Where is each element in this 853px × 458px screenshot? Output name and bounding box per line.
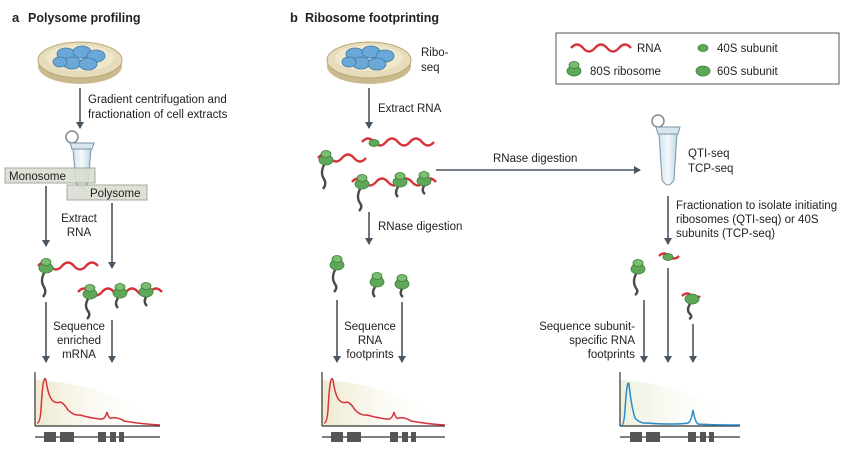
panel-a-title: Polysome profiling (28, 11, 141, 25)
label-polysome: Polysome (90, 188, 141, 200)
legend-60s-icon (695, 65, 711, 77)
footprint-80s (394, 274, 410, 298)
polysome-box (66, 184, 148, 201)
label-monosome: Monosome (9, 171, 66, 183)
profile-plot-c (619, 372, 741, 427)
centrifuge-tube-icon (651, 114, 681, 186)
label-sequence-b-3: footprints (346, 349, 394, 361)
monosome-box (4, 167, 96, 184)
label-sequence-a-1: Sequence (53, 321, 105, 333)
label-gradient-1: Gradient centrifugation and (88, 94, 227, 106)
panel-a-letter: a (12, 10, 20, 25)
label-rnase-h: RNase digestion (493, 153, 577, 165)
ribosome-80s-icon (138, 282, 154, 307)
label-extract-a-2: RNA (67, 227, 92, 239)
legend-80s: 80S ribosome (590, 66, 661, 78)
panel-b-title: Ribosome footprinting (305, 11, 439, 25)
label-extract-b: Extract RNA (378, 103, 442, 115)
label-seq-subunit-2: specific RNA (569, 335, 635, 347)
ribosome-80s-icon (416, 171, 432, 195)
footprint-40s (658, 252, 680, 261)
petri-dish-icon (37, 41, 123, 84)
label-fraction-3: subunits (TCP-seq) (676, 228, 775, 240)
profile-trace-a (36, 377, 161, 426)
footprint-80s (630, 259, 646, 296)
polysome-mrna (77, 282, 163, 320)
ribosome-80s-icon (82, 284, 98, 320)
label-riboseq-1: Ribo- (421, 47, 449, 59)
profile-plot-a (34, 372, 161, 427)
label-sequence-a-3: mRNA (62, 349, 96, 361)
legend-60s: 60S subunit (717, 66, 779, 78)
label-qtiseq: QTI-seq (688, 148, 730, 160)
label-fraction-1: Fractionation to isolate initiating (676, 200, 837, 212)
legend-80s-icon (566, 61, 582, 77)
profile-trace-c (621, 382, 741, 426)
ribosome-40s-icon (368, 139, 380, 147)
label-riboseq-2: seq (421, 62, 440, 74)
petri-dish-icon (326, 41, 412, 84)
profile-trace-b (323, 377, 446, 426)
footprint-80s (329, 255, 345, 293)
label-fraction-2: ribosomes (QTI-seq) or 40S (676, 214, 819, 226)
extracted-rna-group (317, 137, 437, 212)
label-rnase-v: RNase digestion (378, 221, 462, 233)
gene-model-c (620, 432, 740, 442)
monosome-mrna (37, 258, 99, 298)
ribosome-80s-icon (392, 172, 408, 198)
panel-b-letter: b (290, 10, 298, 25)
label-sequence-b-1: Sequence (344, 321, 396, 333)
legend-40s-icon (697, 44, 709, 52)
label-extract-a-1: Extract (61, 213, 98, 225)
label-sequence-a-2: enriched (57, 335, 101, 347)
legend: RNA 40S subunit 80S ribosome 60S subunit (555, 32, 840, 85)
gene-model-a (35, 432, 160, 442)
gene-model-b (322, 432, 445, 442)
label-seq-subunit-1: Sequence subunit- (539, 321, 635, 333)
label-gradient-2: fractionation of cell extracts (88, 109, 228, 121)
label-seq-subunit-3: footprints (588, 349, 636, 361)
label-tcpseq: TCP-seq (688, 163, 733, 175)
footprint-60s (681, 292, 701, 321)
profile-plot-b (321, 372, 446, 427)
ribosome-80s-icon (112, 283, 128, 309)
ribosome-80s-icon (318, 150, 334, 190)
ribosome-80s-icon (38, 258, 54, 298)
legend-rna: RNA (637, 43, 662, 55)
legend-40s: 40S subunit (717, 43, 779, 55)
ribosome-80s-icon (354, 174, 370, 212)
label-sequence-b-2: RNA (358, 335, 383, 347)
footprint-80s (369, 272, 385, 298)
legend-rna-icon (570, 43, 632, 53)
